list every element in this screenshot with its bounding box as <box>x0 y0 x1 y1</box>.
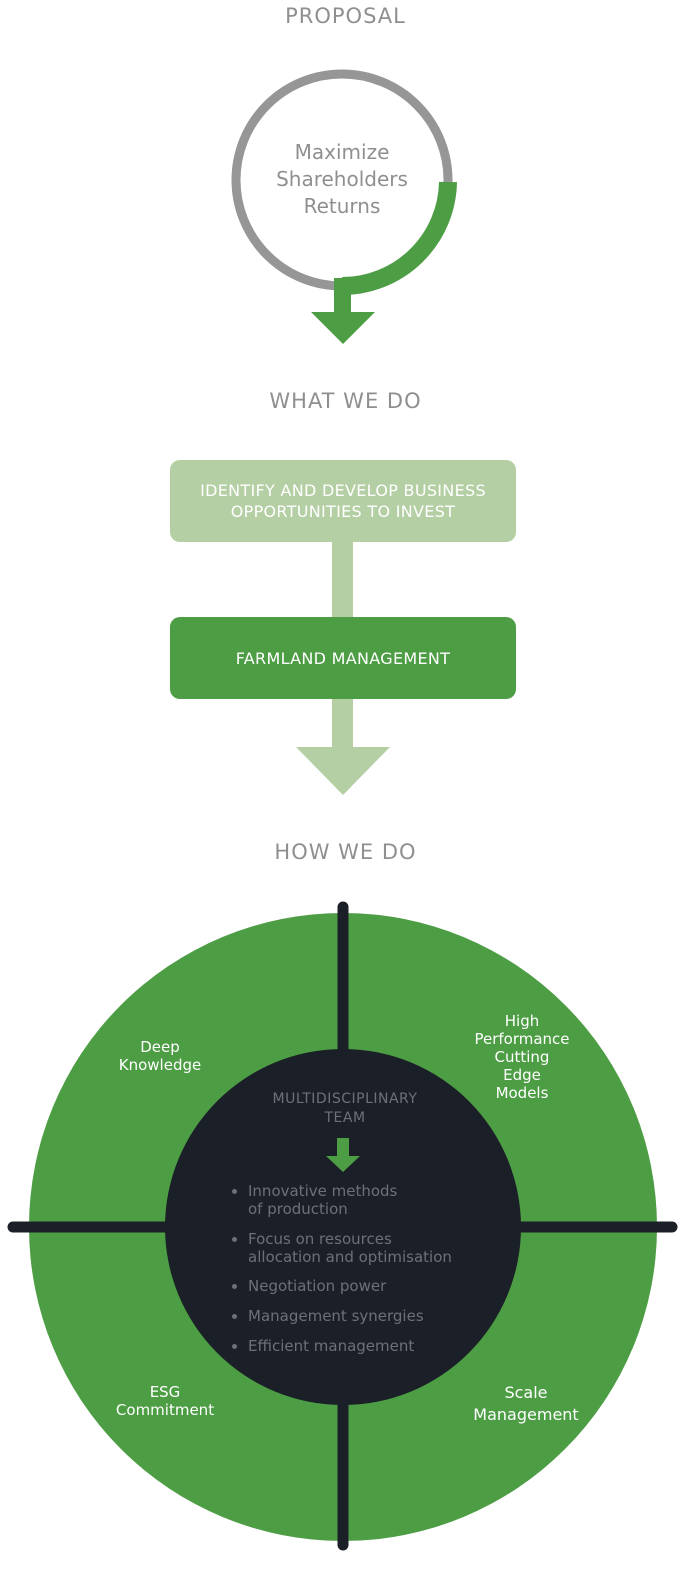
team-title-line: TEAM <box>324 1110 366 1126</box>
bullet-text: Management synergies <box>248 1307 478 1325</box>
quadrant-line: Commitment <box>115 1401 215 1419</box>
quadrant-line: Knowledge <box>118 1056 202 1074</box>
bullet-text: Efficient management <box>248 1337 478 1355</box>
bullet-item: Innovative methods of production <box>232 1182 478 1218</box>
connector-bar <box>332 540 353 620</box>
quadrant-high-performance: High Performance Cutting Edge Models <box>462 1012 582 1102</box>
bullet-line: allocation and optimisation <box>248 1248 452 1266</box>
bullet-dot <box>232 1237 237 1242</box>
section-title-proposal: PROPOSAL <box>285 4 406 28</box>
team-arrow-stem <box>337 1138 349 1158</box>
bullet-line: Efficient management <box>248 1337 415 1355</box>
team-title-line: MULTIDISCIPLINARY <box>272 1091 418 1107</box>
quadrant-line: Performance <box>474 1030 570 1048</box>
bullet-dot <box>232 1314 237 1319</box>
bullet-text: Innovative methods of production <box>248 1182 478 1218</box>
proposal-line: Shareholders <box>276 167 408 191</box>
bullet-dot <box>232 1284 237 1289</box>
bullet-item: Management synergies <box>232 1307 478 1325</box>
bullet-item: Efficient management <box>232 1337 478 1355</box>
proposal-arrow-stem <box>334 278 351 314</box>
proposal-green-arc <box>341 181 457 295</box>
quadrant-line: Edge <box>503 1066 541 1084</box>
bullet-line: Focus on resources <box>248 1230 392 1248</box>
bullet-item: Focus on resources allocation and optimi… <box>232 1230 478 1266</box>
section-title-how-we-do: HOW WE DO <box>274 840 417 864</box>
bullet-line: Innovative methods <box>248 1182 398 1200</box>
quadrant-line: Scale <box>504 1383 548 1402</box>
bullet-line: Management synergies <box>248 1307 424 1325</box>
bullet-text: Focus on resources allocation and optimi… <box>248 1230 478 1266</box>
quadrant-line: Cutting <box>494 1048 550 1066</box>
down-arrow-stem <box>332 697 353 749</box>
proposal-center-text: Maximize Shareholders Returns <box>232 139 452 220</box>
identify-line: OPPORTUNITIES TO INVEST <box>230 502 456 521</box>
quadrant-esg-commitment: ESG Commitment <box>103 1383 227 1419</box>
bullet-item: Negotiation power <box>232 1277 478 1295</box>
quadrant-line: High <box>504 1012 540 1030</box>
proposal-cycle-graphic <box>231 69 457 344</box>
multidisciplinary-team-title: MULTIDISCIPLINARY TEAM <box>230 1090 460 1128</box>
quadrant-line: Deep <box>140 1038 180 1056</box>
inner-dark-circle <box>165 1049 521 1405</box>
farmland-management-box: FARMLAND MANAGEMENT <box>170 617 516 699</box>
quadrant-line: Management <box>473 1405 579 1424</box>
quadrant-scale-management: Scale Management <box>462 1382 590 1426</box>
section-title-what-we-do: WHAT WE DO <box>269 389 422 413</box>
what-we-do-connectors <box>296 540 390 795</box>
quadrant-line: Models <box>495 1084 549 1102</box>
down-arrow-head <box>296 747 390 795</box>
bullet-line: of production <box>248 1200 348 1218</box>
quadrant-deep-knowledge: Deep Knowledge <box>100 1038 220 1074</box>
team-arrow-head <box>326 1156 360 1172</box>
identify-opportunities-box: IDENTIFY AND DEVELOP BUSINESS OPPORTUNIT… <box>170 460 516 542</box>
bullet-line: Negotiation power <box>248 1277 387 1295</box>
bullet-text: Negotiation power <box>248 1277 478 1295</box>
bullet-dot <box>232 1189 237 1194</box>
proposal-line: Returns <box>303 194 381 218</box>
farmland-label: FARMLAND MANAGEMENT <box>235 648 451 668</box>
proposal-line: Maximize <box>294 140 390 164</box>
bullet-dot <box>232 1344 237 1349</box>
quadrant-line: ESG <box>149 1383 181 1401</box>
identify-line: IDENTIFY AND DEVELOP BUSINESS <box>200 481 486 500</box>
proposal-arrow-head <box>311 312 375 344</box>
